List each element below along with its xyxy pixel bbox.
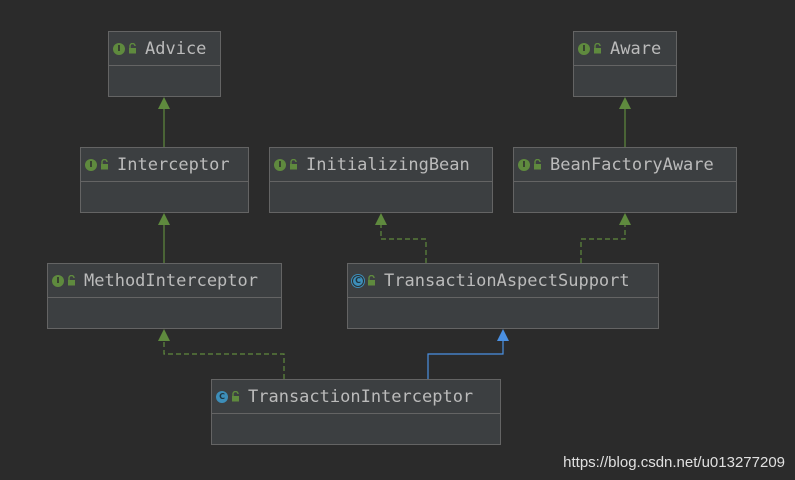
- node-transaction-aspect-support[interactable]: C TransactionAspectSupport: [347, 263, 659, 329]
- class-icon: C: [216, 390, 228, 403]
- lock-icon: [290, 159, 297, 170]
- interface-icon: I: [113, 42, 125, 55]
- interface-icon: I: [274, 158, 286, 171]
- arrowhead-method_interceptor-to-interceptor: [158, 213, 170, 225]
- lock-icon: [232, 391, 239, 402]
- node-method-interceptor[interactable]: I MethodInterceptor: [47, 263, 282, 329]
- node-label: TransactionAspectSupport: [384, 270, 630, 291]
- arrowhead-transaction_interceptor-to-transaction_aspect_support: [497, 329, 509, 341]
- node-label: Advice: [145, 38, 207, 59]
- edge-transaction_aspect_support-to-bean_factory_aware: [580, 215, 626, 263]
- node-aware[interactable]: I Aware: [573, 31, 677, 97]
- abstract-class-icon: C: [352, 274, 364, 287]
- node-label: TransactionInterceptor: [248, 386, 474, 407]
- interface-icon: I: [52, 274, 64, 287]
- arrowhead-transaction_aspect_support-to-initializing_bean: [375, 213, 387, 225]
- node-transaction-interceptor[interactable]: C TransactionInterceptor: [211, 379, 501, 445]
- lock-icon: [594, 43, 601, 54]
- lock-icon: [68, 275, 75, 286]
- arrowhead-bean_factory_aware-to-aware: [619, 97, 631, 109]
- watermark: https://blog.csdn.net/u013277209: [563, 454, 785, 471]
- node-bean-factory-aware[interactable]: I BeanFactoryAware: [513, 147, 737, 213]
- node-label: MethodInterceptor: [84, 270, 258, 291]
- arrowhead-transaction_interceptor-to-method_interceptor: [158, 329, 170, 341]
- arrowhead-interceptor-to-advice: [158, 97, 170, 109]
- lock-icon: [101, 159, 108, 170]
- node-label: InitializingBean: [306, 154, 470, 175]
- edge-transaction_interceptor-to-transaction_aspect_support: [427, 331, 504, 379]
- node-label: Aware: [610, 38, 662, 59]
- node-interceptor[interactable]: I Interceptor: [80, 147, 249, 213]
- interface-icon: I: [518, 158, 530, 171]
- node-label: BeanFactoryAware: [550, 154, 714, 175]
- interface-icon: I: [85, 158, 97, 171]
- arrowhead-transaction_aspect_support-to-bean_factory_aware: [619, 213, 631, 225]
- interface-icon: I: [578, 42, 590, 55]
- edge-transaction_aspect_support-to-initializing_bean: [380, 215, 427, 263]
- node-label: Interceptor: [117, 154, 230, 175]
- lock-icon: [129, 43, 136, 54]
- lock-icon: [368, 275, 375, 286]
- lock-icon: [534, 159, 541, 170]
- node-advice[interactable]: I Advice: [108, 31, 221, 97]
- node-initializing-bean[interactable]: I InitializingBean: [269, 147, 493, 213]
- edge-transaction_interceptor-to-method_interceptor: [163, 331, 285, 379]
